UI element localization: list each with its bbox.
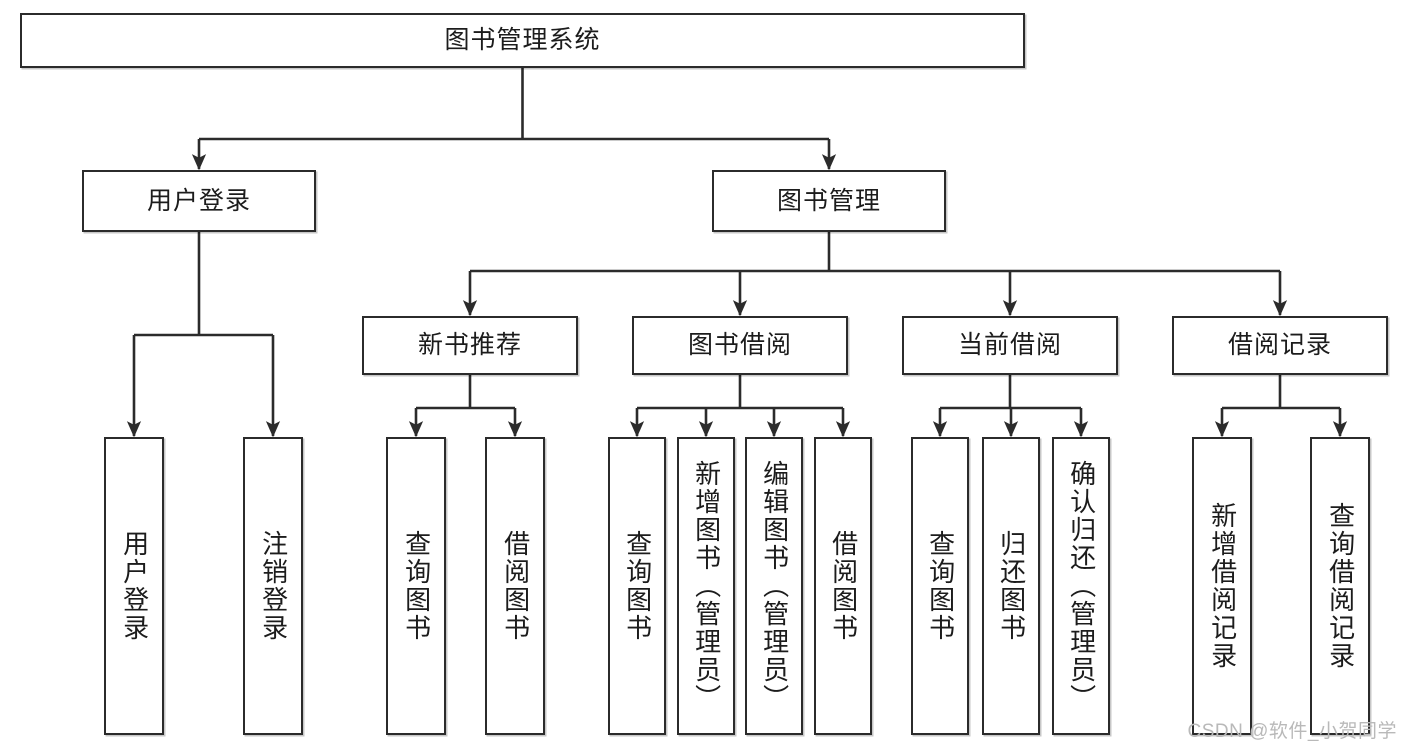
node-label: 借阅记录	[1227, 331, 1332, 360]
node-label: 图书管理系统	[444, 26, 601, 55]
node-leaf_12[interactable]: 查询借阅记录	[1310, 437, 1370, 735]
node-label: 编辑图书（管理员）	[759, 460, 790, 712]
node-l1_0[interactable]: 用户登录	[82, 170, 316, 232]
node-l2_2[interactable]: 当前借阅	[902, 316, 1118, 375]
node-label: 查询图书	[622, 530, 653, 642]
node-leaf_1[interactable]: 注销登录	[243, 437, 303, 735]
node-leaf_2[interactable]: 查询图书	[386, 437, 446, 735]
node-label: 当前借阅	[957, 331, 1062, 360]
node-label: 图书管理	[776, 186, 881, 215]
node-leaf_11[interactable]: 新增借阅记录	[1192, 437, 1252, 735]
node-label: 归还图书	[996, 530, 1027, 642]
node-l2_3[interactable]: 借阅记录	[1172, 316, 1388, 375]
node-leaf_8[interactable]: 查询图书	[911, 437, 969, 735]
node-leaf_0[interactable]: 用户登录	[104, 437, 164, 735]
node-l1_1[interactable]: 图书管理	[712, 170, 946, 232]
csdn-watermark: CSDN @软件_小贺同学	[1187, 721, 1397, 742]
node-leaf_5[interactable]: 新增图书（管理员）	[677, 437, 735, 735]
node-leaf_7[interactable]: 借阅图书	[814, 437, 872, 735]
node-label: 查询图书	[401, 530, 432, 642]
node-leaf_10[interactable]: 确认归还（管理员）	[1052, 437, 1110, 735]
node-label: 用户登录	[146, 186, 251, 215]
node-leaf_3[interactable]: 借阅图书	[485, 437, 545, 735]
node-leaf_4[interactable]: 查询图书	[608, 437, 666, 735]
node-label: 借阅图书	[828, 530, 859, 642]
node-label: 查询图书	[925, 530, 956, 642]
node-label: 新书推荐	[417, 331, 522, 360]
node-root[interactable]: 图书管理系统	[20, 13, 1025, 68]
node-label: 查询借阅记录	[1325, 502, 1356, 670]
node-label: 新增图书（管理员）	[691, 460, 722, 712]
node-label: 图书借阅	[687, 331, 792, 360]
node-l2_1[interactable]: 图书借阅	[632, 316, 848, 375]
node-label: 注销登录	[258, 530, 289, 642]
node-l2_0[interactable]: 新书推荐	[362, 316, 578, 375]
node-leaf_9[interactable]: 归还图书	[982, 437, 1040, 735]
node-label: 借阅图书	[500, 530, 531, 642]
node-leaf_6[interactable]: 编辑图书（管理员）	[745, 437, 803, 735]
node-label: 用户登录	[119, 530, 150, 642]
node-label: 新增借阅记录	[1207, 502, 1238, 670]
node-label: 确认归还（管理员）	[1066, 460, 1097, 712]
